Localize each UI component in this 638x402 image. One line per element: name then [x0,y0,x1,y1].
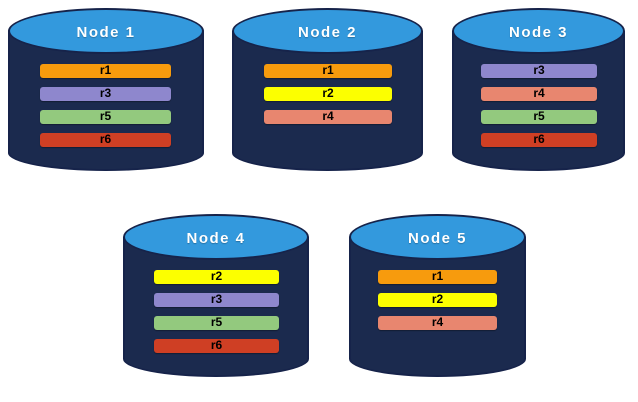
replica-label: r2 [210,269,223,283]
replica-bar-r3[interactable]: r3 [481,64,597,78]
replica-label: r5 [533,109,545,123]
replica-label: r1 [431,269,444,283]
replica-bar-r6[interactable]: r6 [481,133,597,147]
replica-bar-r1[interactable]: r1 [264,64,392,78]
replica-bar-r2[interactable]: r2 [378,293,497,307]
replica-label: r1 [322,63,334,77]
cylinder-body [452,31,625,171]
node-label: Node 3 [508,23,568,41]
replica-list: r1 r2 r4 [264,64,392,124]
replica-list: r1 r2 r4 [378,270,497,330]
cylinder-top-cap: Node 2 [232,8,423,54]
replica-bar-r4[interactable]: r4 [481,87,597,101]
cylinder-top-cap: Node 4 [123,214,309,260]
replica-label: r4 [431,315,444,329]
cylinder-body [232,31,423,171]
replica-label: r4 [322,109,334,123]
replica-label: r2 [431,292,444,306]
replica-label: r6 [210,338,223,352]
replica-label: r3 [210,292,223,306]
database-node-1[interactable]: Node 1 r1 r3 r5 r6 [8,8,204,194]
node-label: Node 4 [186,229,246,247]
replica-label: r3 [533,63,545,77]
database-node-4[interactable]: Node 4 r2 r3 r5 r6 [123,214,309,400]
replica-label: r6 [99,132,112,146]
node-label: Node 2 [297,23,357,41]
replica-label: r3 [99,86,112,100]
replica-label: r6 [533,132,545,146]
replica-label: r5 [210,315,223,329]
replica-list: r2 r3 r5 r6 [154,270,279,353]
database-node-5[interactable]: Node 5 r1 r2 r4 [349,214,526,400]
replica-label: r1 [99,63,112,77]
replica-label: r2 [322,86,334,100]
replica-bar-r3[interactable]: r3 [40,87,171,101]
replica-bar-r1[interactable]: r1 [378,270,497,284]
replica-bar-r2[interactable]: r2 [264,87,392,101]
replica-bar-r4[interactable]: r4 [264,110,392,124]
replica-bar-r5[interactable]: r5 [154,316,279,330]
replica-bar-r6[interactable]: r6 [40,133,171,147]
replica-bar-r1[interactable]: r1 [40,64,171,78]
database-node-3[interactable]: Node 3 r3 r4 r5 r6 [452,8,625,194]
cylinder-body [123,237,309,377]
replica-label: r4 [533,86,545,100]
replica-bar-r4[interactable]: r4 [378,316,497,330]
cylinder-top-cap: Node 3 [452,8,625,54]
node-label: Node 5 [407,229,467,247]
replica-bar-r2[interactable]: r2 [154,270,279,284]
replica-bar-r5[interactable]: r5 [481,110,597,124]
node-label: Node 1 [76,23,136,41]
replica-list: r1 r3 r5 r6 [40,64,171,147]
replica-bar-r6[interactable]: r6 [154,339,279,353]
cylinder-top-cap: Node 1 [8,8,204,54]
replica-label: r5 [99,109,112,123]
database-node-2[interactable]: Node 2 r1 r2 r4 [232,8,423,194]
replica-bar-r5[interactable]: r5 [40,110,171,124]
replica-bar-r3[interactable]: r3 [154,293,279,307]
cylinder-top-cap: Node 5 [349,214,526,260]
cylinder-body [349,237,526,377]
replica-list: r3 r4 r5 r6 [481,64,597,147]
